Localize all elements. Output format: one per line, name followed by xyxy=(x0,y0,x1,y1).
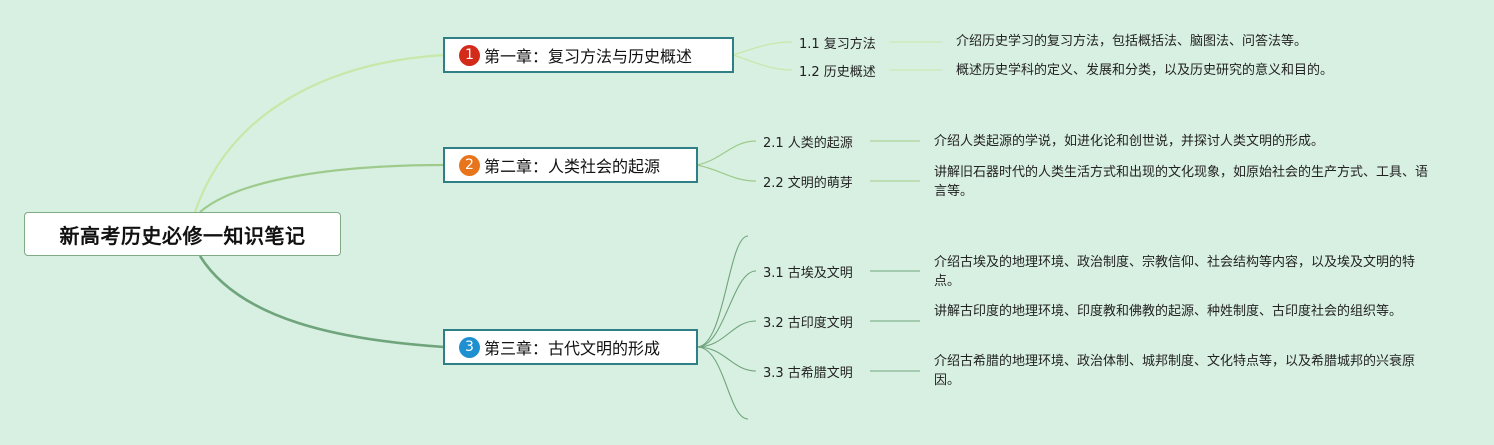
section-3-3-description-text: 介绍古希腊的地理环境、政治体制、城邦制度、文化特点等，以及希腊城邦的兴衰原因。 xyxy=(934,354,1416,388)
chapter-2-to-section-2-2-link xyxy=(696,164,757,182)
chapter-3-number-badge-icon: 3 xyxy=(459,336,480,358)
section-2-1-topic[interactable]: 2.1 人类的起源 xyxy=(763,132,853,151)
section-1-1-description[interactable]: 介绍历史学习的复习方法，包括概括法、脑图法、问答法等。 xyxy=(956,32,1476,51)
section-3-3-label: 3.3 古希腊文明 xyxy=(763,366,853,381)
chapter-2-to-section-2-1-link xyxy=(696,140,757,166)
root-to-chapter-2-link xyxy=(199,163,445,213)
section-2-2-topic[interactable]: 2.2 文明的萌芽 xyxy=(763,172,853,191)
chapter-3-label: 第三章：古代文明的形成 xyxy=(484,339,661,358)
section-3-1-topic[interactable]: 3.1 古埃及文明 xyxy=(763,262,853,281)
section-3-3-topic[interactable]: 3.3 古希腊文明 xyxy=(763,362,853,381)
section-3-1-label: 3.1 古埃及文明 xyxy=(763,266,853,281)
section-1-2-topic[interactable]: 1.2 历史概述 xyxy=(799,61,876,80)
chapter-2-number-badge-icon: 2 xyxy=(459,154,480,176)
section-1-2-description-text: 概述历史学科的定义、发展和分类，以及历史研究的意义和目的。 xyxy=(956,63,1334,78)
section-3-3-description[interactable]: 介绍古希腊的地理环境、政治体制、城邦制度、文化特点等，以及希腊城邦的兴衰原因。 xyxy=(934,352,1428,390)
chapter-3-to-bottom-stub-link xyxy=(696,346,749,420)
chapter-2-label: 第二章：人类社会的起源 xyxy=(484,157,661,176)
chapter-1-topic[interactable]: 1 第一章：复习方法与历史概述 xyxy=(443,37,734,73)
root-topic[interactable]: 新高考历史必修一知识笔记 xyxy=(24,212,341,256)
section-2-2-description[interactable]: 讲解旧石器时代的人类生活方式和出现的文化现象，如原始社会的生产方式、工具、语言等… xyxy=(934,163,1428,201)
chapter-3-to-section-3-1-link xyxy=(696,270,757,348)
section-3-2-description[interactable]: 讲解古印度的地理环境、印度教和佛教的起源、种姓制度、古印度社会的组织等。 xyxy=(934,302,1428,321)
root-to-chapter-3-link xyxy=(198,255,445,349)
section-3-1-description-text: 介绍古埃及的地理环境、政治制度、宗教信仰、社会结构等内容，以及埃及文明的特点。 xyxy=(934,255,1416,289)
section-2-1-label: 2.1 人类的起源 xyxy=(763,136,853,151)
chapter-1-to-section-1-1-link xyxy=(732,41,793,56)
chapter-3-to-section-3-2-link xyxy=(696,320,757,348)
root-to-chapter-1-link xyxy=(193,53,445,213)
section-2-2-description-text: 讲解旧石器时代的人类生活方式和出现的文化现象，如原始社会的生产方式、工具、语言等… xyxy=(934,165,1429,199)
section-1-1-description-text: 介绍历史学习的复习方法，包括概括法、脑图法、问答法等。 xyxy=(956,34,1308,49)
root-topic-label: 新高考历史必修一知识笔记 xyxy=(59,223,306,248)
section-2-2-label: 2.2 文明的萌芽 xyxy=(763,176,853,191)
section-3-2-label: 3.2 古印度文明 xyxy=(763,316,853,331)
chapter-1-number-badge-icon: 1 xyxy=(459,44,480,66)
section-3-2-description-text: 讲解古印度的地理环境、印度教和佛教的起源、种姓制度、古印度社会的组织等。 xyxy=(934,304,1403,319)
section-1-2-label: 1.2 历史概述 xyxy=(799,65,876,80)
section-3-1-description[interactable]: 介绍古埃及的地理环境、政治制度、宗教信仰、社会结构等内容，以及埃及文明的特点。 xyxy=(934,253,1428,291)
chapter-1-label: 第一章：复习方法与历史概述 xyxy=(484,47,693,66)
chapter-3-topic[interactable]: 3 第三章：古代文明的形成 xyxy=(443,329,698,365)
chapter-3-to-top-stub-link xyxy=(696,235,749,348)
section-1-1-topic[interactable]: 1.1 复习方法 xyxy=(799,33,876,52)
section-2-1-description-text: 介绍人类起源的学说，如进化论和创世说，并探讨人类文明的形成。 xyxy=(934,134,1325,149)
section-3-2-topic[interactable]: 3.2 古印度文明 xyxy=(763,312,853,331)
section-1-1-label: 1.1 复习方法 xyxy=(799,37,876,52)
chapter-2-topic[interactable]: 2 第二章：人类社会的起源 xyxy=(443,147,698,183)
chapter-1-to-section-1-2-link xyxy=(732,54,793,71)
chapter-3-to-section-3-3-link xyxy=(696,346,757,372)
section-2-1-description[interactable]: 介绍人类起源的学说，如进化论和创世说，并探讨人类文明的形成。 xyxy=(934,132,1434,151)
section-1-2-description[interactable]: 概述历史学科的定义、发展和分类，以及历史研究的意义和目的。 xyxy=(956,61,1476,80)
